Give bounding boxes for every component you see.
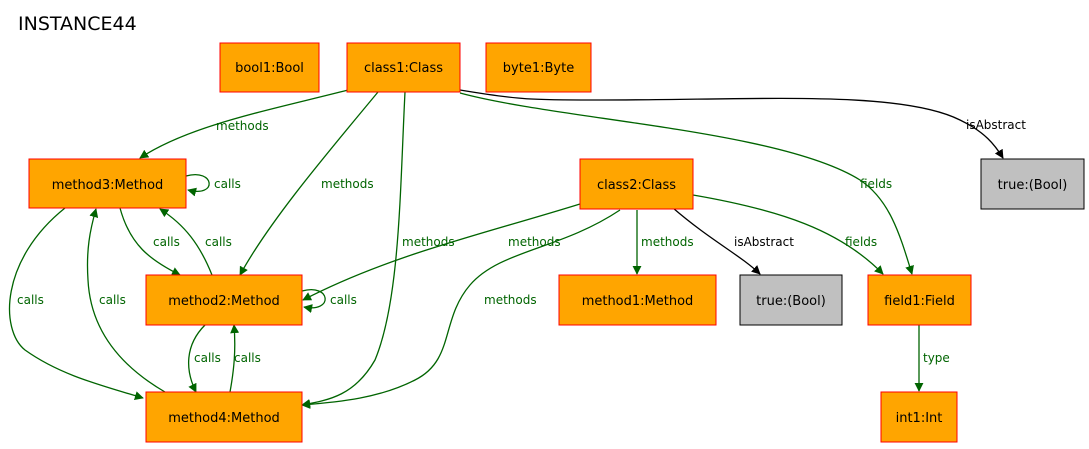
edge-class2-methods-method4 bbox=[301, 209, 621, 409]
edge-method2-calls-method3 bbox=[159, 208, 213, 276]
label-method3-calls-method4: calls bbox=[17, 293, 44, 307]
node-label: method1:Method bbox=[582, 294, 694, 309]
node-int1: int1:Int bbox=[880, 391, 958, 443]
node-label: class1:Class bbox=[364, 61, 443, 76]
node-label: true:(Bool) bbox=[756, 294, 826, 309]
label-method2-calls-method4: calls bbox=[194, 351, 221, 365]
label-class1-methods-method2: methods bbox=[321, 177, 374, 191]
node-field1: field1:Field bbox=[867, 274, 972, 326]
label-method3-calls-self: calls bbox=[214, 177, 241, 191]
label-class2-methods-method4: methods bbox=[484, 293, 537, 307]
label-class2-methods-method2: methods bbox=[508, 235, 561, 249]
node-label: method2:Method bbox=[168, 294, 280, 309]
label-class2-methods-method1: methods bbox=[641, 235, 694, 249]
node-true2: true:(Bool) bbox=[739, 274, 843, 326]
edge-method2-calls-method4 bbox=[187, 324, 206, 393]
label-class1-methods-method3: methods bbox=[216, 119, 269, 133]
label-class1-isabstract: isAbstract bbox=[966, 118, 1026, 132]
edge-class2-isabstract bbox=[672, 207, 761, 275]
edge-class1-methods-method3 bbox=[139, 89, 349, 159]
node-true1: true:(Bool) bbox=[980, 158, 1085, 210]
edge-class1-fields-field1 bbox=[459, 92, 914, 275]
edge-class1-methods-method4 bbox=[301, 91, 406, 409]
label-method2-calls-self: calls bbox=[330, 293, 357, 307]
node-method4: method4:Method bbox=[145, 391, 303, 443]
edge-class2-fields-field1 bbox=[692, 194, 884, 275]
edge-method3-calls-method2 bbox=[119, 207, 181, 276]
edge-method2-calls-self bbox=[301, 289, 326, 313]
edge-class2-methods-method2 bbox=[302, 203, 581, 301]
node-byte1: byte1:Byte bbox=[485, 42, 592, 93]
label-method3-calls-method2: calls bbox=[153, 235, 180, 249]
label-class1-methods-method4: methods bbox=[402, 235, 455, 249]
label-method2-calls-method3: calls bbox=[205, 235, 232, 249]
node-method2: method2:Method bbox=[145, 274, 303, 326]
node-label: int1:Int bbox=[896, 411, 943, 426]
edge-method4-calls-method3 bbox=[86, 208, 166, 393]
node-label: bool1:Bool bbox=[235, 61, 304, 76]
edge-method4-calls-method2 bbox=[229, 324, 240, 393]
label-class2-fields: fields bbox=[845, 235, 877, 249]
label-class1-fields: fields bbox=[860, 177, 892, 191]
node-label: byte1:Byte bbox=[503, 61, 574, 76]
node-label: method3:Method bbox=[52, 178, 164, 193]
label-method4-calls-method3: calls bbox=[99, 293, 126, 307]
label-method4-calls-method2: calls bbox=[234, 351, 261, 365]
node-label: field1:Field bbox=[884, 294, 955, 309]
node-label: true:(Bool) bbox=[998, 178, 1068, 193]
node-method3: method3:Method bbox=[28, 158, 187, 209]
edge-method3-calls-method4 bbox=[8, 207, 144, 400]
node-class1: class1:Class bbox=[346, 42, 461, 93]
node-method1: method1:Method bbox=[558, 274, 717, 326]
node-label: class2:Class bbox=[597, 178, 676, 193]
label-class2-isabstract: isAbstract bbox=[734, 235, 794, 249]
edge-method3-calls-self bbox=[185, 174, 210, 197]
label-field1-type: type bbox=[923, 351, 950, 365]
node-label: method4:Method bbox=[168, 411, 280, 426]
node-bool1: bool1:Bool bbox=[219, 42, 320, 93]
edge-class1-methods-method2 bbox=[239, 91, 379, 276]
node-class2: class2:Class bbox=[579, 158, 694, 210]
diagram-title: INSTANCE44 bbox=[18, 13, 137, 35]
edge-class1-isabstract bbox=[459, 89, 1004, 159]
